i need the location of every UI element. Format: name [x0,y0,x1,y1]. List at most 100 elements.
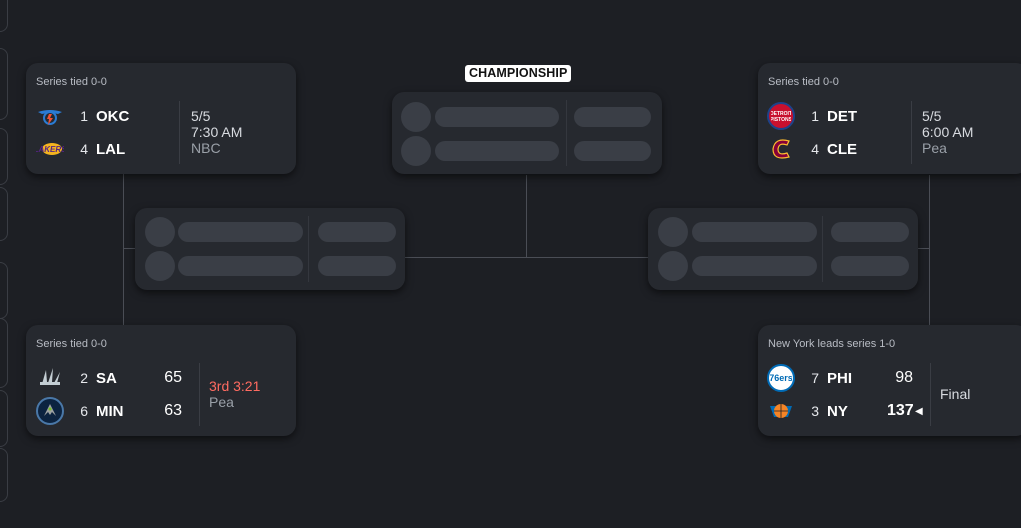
placeholder-logo [145,251,175,281]
bracket-line-west-top [123,173,124,325]
team-row-phi: 76ers 7 PHI 98 [767,364,913,392]
game-date: 5/5 [191,108,211,124]
series-card-sa-min[interactable]: Series tied 0-0 2 SA 65 6 MIN 63 3rd 3:2… [26,325,296,436]
bracket-line-final-west [405,257,648,258]
game-network: NBC [191,140,221,156]
spurs-logo-icon [36,364,64,392]
offscreen-card-left-8[interactable] [0,448,8,502]
placeholder-score-bar [831,222,909,242]
lakers-logo-icon: LAKERS [36,135,64,163]
game-info: Final [940,386,970,402]
west-final-card-placeholder[interactable] [135,208,405,290]
placeholder-logo [401,102,431,132]
team-seed: 7 [811,370,819,386]
offscreen-card-left-2[interactable] [0,48,8,120]
series-status: Series tied 0-0 [36,76,107,88]
placeholder-team-bar [692,256,817,276]
placeholder-score-bar [831,256,909,276]
offscreen-card-left-5[interactable] [0,262,8,319]
team-abbr: NY [827,402,848,420]
76ers-logo-icon: 76ers [767,364,795,392]
knicks-logo-icon [767,397,795,425]
game-network: Pea [922,140,947,156]
team-seed: 3 [811,403,819,419]
placeholder-team-bar [435,107,559,127]
card-divider [199,363,200,426]
team-row-sa: 2 SA 65 [36,366,182,390]
team-abbr: OKC [96,107,130,125]
placeholder-team-bar [178,256,303,276]
winner-marker-icon: ◀ [915,405,923,417]
placeholder-divider [308,216,309,282]
offscreen-card-left-6[interactable] [0,318,8,388]
team-abbr: PHI [827,369,853,387]
svg-text:LAKERS: LAKERS [36,145,64,154]
game-info: 5/5 7:30 AM NBC [191,108,242,156]
series-status: New York leads series 1-0 [768,338,896,350]
thunder-logo-icon [36,102,64,130]
team-row-lal: LAKERS 4 LAL [36,137,156,161]
cavaliers-logo-icon [767,135,795,163]
team-abbr: MIN [96,402,124,420]
placeholder-score-bar [574,141,651,161]
team-seed: 1 [80,108,88,124]
svg-text:76ers: 76ers [770,373,792,383]
svg-text:DETROIT: DETROIT [771,111,791,117]
placeholder-logo [145,217,175,247]
team-score: 137 [887,402,914,419]
team-abbr: LAL [96,140,126,158]
team-score: 63 [164,402,182,419]
team-seed: 2 [80,370,88,386]
placeholder-logo [658,251,688,281]
series-card-okc-lal[interactable]: Series tied 0-0 1 OKC LAKERS 4 LAL 5/5 7… [26,63,296,174]
team-seed: 4 [811,141,819,157]
team-row-okc: 1 OKC [36,104,156,128]
offscreen-card-left-7[interactable] [0,390,8,447]
placeholder-logo [401,136,431,166]
game-network: Pea [209,394,234,410]
game-result: Final [940,386,971,402]
game-time: 6:00 AM [922,124,974,140]
game-info: 3rd 3:21 Pea [209,378,260,410]
card-divider [911,101,912,164]
team-abbr: DET [827,107,857,125]
team-seed: 4 [80,141,88,157]
east-final-card-placeholder[interactable] [648,208,918,290]
timberwolves-logo-icon [36,397,64,425]
bracket-line-east-join [918,248,929,249]
team-row-cle: 4 CLE [767,137,887,161]
svg-text:PISTONS: PISTONS [771,117,791,123]
team-score: 65 [164,369,182,386]
game-info: 5/5 6:00 AM Pea [922,108,973,156]
team-row-ny: 3 NY 137 ◀ [767,399,923,423]
game-date: 5/5 [922,108,942,124]
series-card-phi-ny[interactable]: New York leads series 1-0 76ers 7 PHI 98… [758,325,1021,436]
placeholder-team-bar [435,141,559,161]
game-clock: 3rd 3:21 [209,378,261,394]
offscreen-card-left-1[interactable] [0,0,8,32]
team-row-min: 6 MIN 63 [36,397,182,425]
placeholder-divider [566,100,567,166]
placeholder-team-bar [178,222,303,242]
card-divider [179,101,180,164]
series-status: Series tied 0-0 [768,76,839,88]
team-abbr: SA [96,369,117,387]
bracket-line-east [929,175,930,325]
team-abbr: CLE [827,140,857,158]
placeholder-team-bar [692,222,817,242]
championship-card-placeholder[interactable] [392,92,662,174]
team-seed: 1 [811,108,819,124]
placeholder-logo [658,217,688,247]
offscreen-card-left-4[interactable] [0,187,8,241]
offscreen-card-left-3[interactable] [0,128,8,185]
placeholder-divider [822,216,823,282]
placeholder-score-bar [318,222,396,242]
team-seed: 6 [80,403,88,419]
bracket-line-champ-drop [526,175,527,257]
game-time: 7:30 AM [191,124,243,140]
team-score: 98 [895,369,913,386]
card-divider [930,363,931,426]
